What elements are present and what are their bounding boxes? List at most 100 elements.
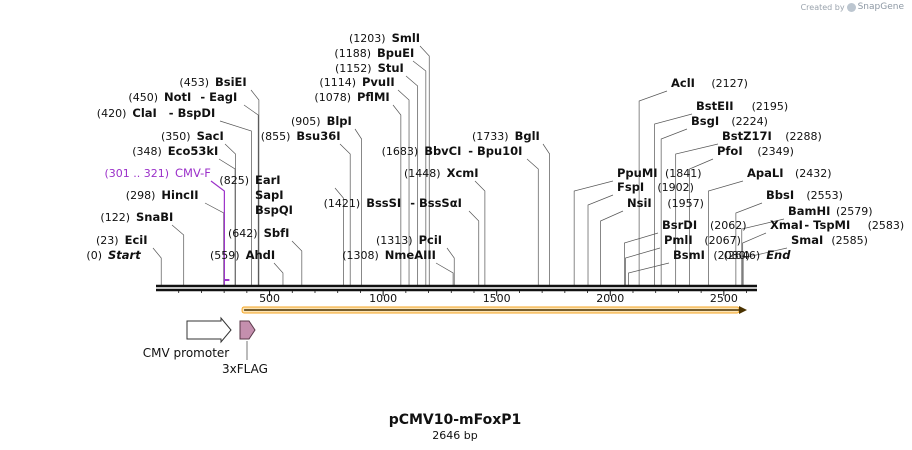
site-name: ApaLI [747, 166, 784, 180]
site-position: (1733) [472, 130, 509, 143]
site-name: BstEII [696, 99, 734, 113]
plasmid-length: 2646 bp [432, 429, 477, 442]
site-position: (2062) [710, 219, 747, 232]
site-label[interactable]: BlpI(905) [291, 114, 352, 128]
site-label[interactable]: BstZ17I(2288) [722, 129, 822, 143]
site-connector [741, 218, 785, 285]
site-label[interactable]: PfoI(2349) [717, 144, 794, 158]
site-label[interactable]: SmaI (2585) [791, 233, 868, 247]
site-label[interactable]: BbsI(2553) [766, 188, 843, 202]
site-label[interactable]: SnaBI(122) [100, 210, 173, 224]
site-name-alt: BspQI [255, 203, 293, 217]
site-position: (559) [210, 249, 240, 262]
site-label[interactable]: BsgI(2224) [691, 114, 768, 128]
snapgene-logo-icon [846, 2, 856, 12]
site-connector [675, 143, 719, 285]
snapgene-brand: SnapGene [857, 2, 904, 12]
scale-tick-label: 2500 [710, 292, 738, 305]
site-name: BpuEI [377, 46, 414, 60]
site-label[interactable]: XcmI(1448) [404, 166, 479, 180]
site-connector [708, 180, 744, 285]
site-name: PvuII [362, 75, 395, 89]
scale-tick-label: 1000 [369, 292, 397, 305]
site-name: XmaI [770, 218, 803, 232]
site-label[interactable]: EciI(23) [96, 233, 148, 247]
site-label[interactable]: NmeAIII(1308) [342, 248, 436, 262]
site-label[interactable]: XmaI- TspMI(2583) [770, 218, 904, 232]
site-name: Eco53kI [168, 144, 219, 158]
site-position: (2195) [752, 100, 789, 113]
site-label[interactable]: Eco53kI(348) [132, 144, 218, 158]
site-position: (2585) [831, 234, 868, 247]
site-label[interactable]: PvuII(1114) [319, 75, 394, 89]
site-position: (1313) [376, 234, 413, 247]
site-connector [171, 224, 185, 285]
site-connector [219, 120, 252, 285]
site-position: (2288) [785, 130, 822, 143]
cmv-f-primer-mark [224, 279, 230, 281]
site-position: (2432) [795, 167, 832, 180]
site-connector [204, 202, 225, 285]
site-label[interactable]: BglI(1733) [472, 129, 540, 143]
site-label[interactable]: Bsu36I(855) [261, 129, 341, 143]
3xflag-label: 3xFLAG [222, 362, 268, 376]
site-connectors [152, 45, 788, 285]
site-label[interactable]: CMV-F (301 .. 321) [104, 166, 210, 180]
site-label[interactable]: ApaLI (2432) [747, 166, 832, 180]
site-position: (1078) [314, 91, 351, 104]
site-label[interactable]: ClaI- BspDI(420) [97, 106, 215, 120]
credit-line: Created by SnapGene [801, 2, 904, 12]
site-label[interactable]: BamHI(2579) [788, 204, 873, 218]
site-label[interactable]: NsiI(1957) [627, 196, 704, 210]
site-label[interactable]: PmlI(2067) [664, 233, 741, 247]
site-name-alt: SapI [255, 188, 284, 202]
site-connector [291, 240, 303, 285]
site-position: (855) [261, 130, 291, 143]
site-label[interactable]: NotI- EagI(450) [128, 90, 237, 104]
site-label[interactable]: BbvCI- Bpu10I(1683) [382, 144, 523, 158]
site-label[interactable]: PciI (1313) [376, 233, 442, 247]
site-label[interactable]: BpuEI(1188) [334, 46, 414, 60]
site-position: (420) [97, 107, 127, 120]
site-label[interactable]: FspI(1902) [617, 180, 694, 194]
site-label[interactable]: HincII(298) [126, 188, 199, 202]
site-name: PciI [419, 233, 442, 247]
3xflag-feature[interactable] [239, 320, 256, 340]
site-connector [742, 247, 788, 285]
site-connector [210, 180, 225, 285]
site-label[interactable]: BsiEI(453) [179, 75, 246, 89]
site-label[interactable]: SacI(350) [161, 129, 224, 143]
site-label[interactable]: PflMI(1078) [314, 90, 389, 104]
created-by-text: Created by [800, 2, 845, 12]
site-position: (1683) [382, 145, 419, 158]
site-label[interactable]: AclI(2127) [671, 76, 748, 90]
site-label[interactable]: Start(0) [86, 248, 141, 262]
site-label[interactable]: AhdI(559) [210, 248, 275, 262]
site-label[interactable]: SbfI(642) [228, 226, 289, 240]
site-label[interactable]: BsmI(2080) [673, 248, 750, 262]
site-connector [435, 262, 454, 285]
site-position: (2579) [836, 205, 873, 218]
site-name-alt: - TspMI [804, 218, 850, 232]
cmv-promoter-feature[interactable] [186, 316, 232, 344]
site-name: FspI [617, 180, 644, 194]
site-position: (301 .. 321) [104, 167, 169, 180]
site-position: (2553) [806, 189, 843, 202]
site-name: SmaI [791, 233, 823, 247]
plasmid-name: pCMV10-mFoxP1 [389, 412, 522, 428]
site-name: CMV-F [175, 166, 211, 180]
site-label[interactable]: BssSI- BssSαI(1421) [324, 196, 462, 210]
site-label[interactable]: End(2646) [724, 248, 792, 262]
site-label[interactable]: SmlI(1203) [349, 31, 420, 45]
site-label[interactable]: StuI(1152) [335, 61, 404, 75]
site-name: PpuMI [617, 166, 658, 180]
site-position: (1421) [324, 197, 361, 210]
site-label[interactable]: BstEII (2195) [696, 99, 788, 113]
site-connector [412, 60, 427, 285]
site-label[interactable]: BsrDI (2062) [662, 218, 747, 232]
site-name: BsrDI [662, 218, 697, 232]
site-label[interactable]: PpuMI(1841) [617, 166, 702, 180]
